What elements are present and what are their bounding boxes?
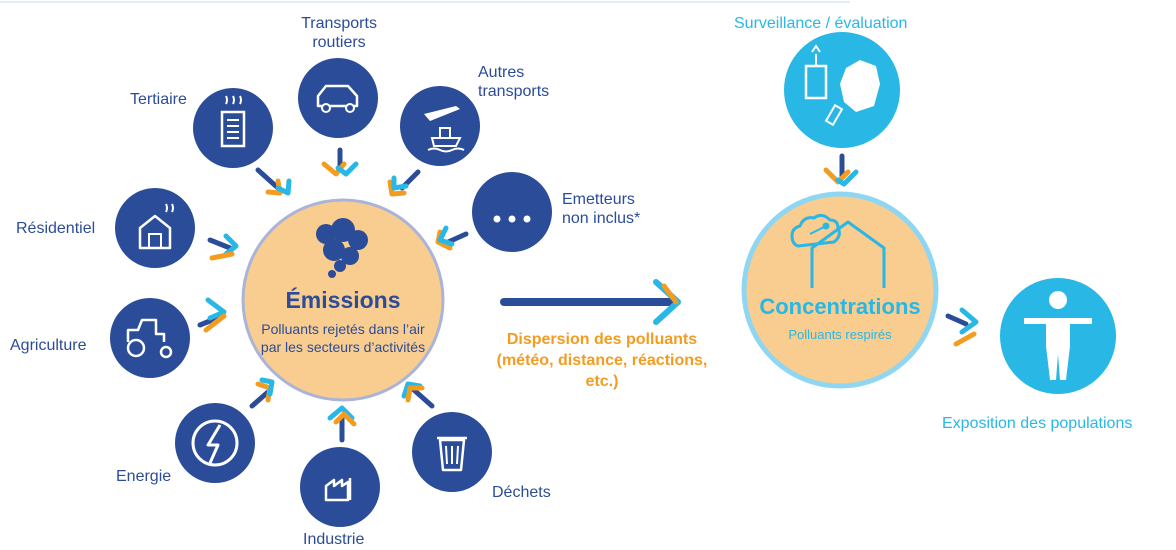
source-icon-agriculture [110, 298, 190, 378]
concentrations-subtitle: Polluants respirés [788, 327, 892, 342]
source-icon-energie [175, 403, 255, 483]
dispersion-arrow [500, 279, 681, 325]
monitoring-station-icon [784, 32, 900, 148]
label-dechets: Déchets [492, 484, 551, 501]
surveillance-down-arrow [823, 153, 859, 187]
label-tertiaire: Tertiaire [130, 91, 187, 108]
source-icon-transports-routiers [298, 58, 378, 138]
surveillance-label: Surveillance / évaluation [734, 15, 908, 32]
dispersion-label: Dispersion des polluants (météo, distanc… [496, 331, 708, 390]
source-icon-autres-transports [400, 86, 480, 166]
source-icon-residentiel [115, 188, 195, 268]
label-energie: Energie [116, 468, 172, 485]
exposure-arrow [945, 307, 979, 347]
label-agriculture: Agriculture [10, 337, 87, 354]
source-icon-dechets [412, 412, 492, 492]
source-icon-tertiaire [193, 88, 273, 168]
concentrations-circle [741, 191, 939, 389]
label-autres-transports: Autres transports [478, 64, 550, 100]
smoke-cloud-icon [316, 218, 368, 278]
source-icon-industrie [300, 447, 380, 527]
person-icon [1000, 278, 1116, 394]
cloud-house-icon [790, 213, 886, 288]
label-industrie: Industrie [303, 531, 365, 548]
inflow-arrows [197, 147, 469, 443]
label-residentiel: Résidentiel [16, 220, 96, 237]
emissions-description: Polluants rejetés dans l’air par les sec… [260, 321, 426, 355]
label-transports-routiers: Transports routiers [301, 15, 377, 51]
exposition-label: Exposition des populations [942, 415, 1133, 432]
label-emetteurs: Emetteurs non inclus* [562, 191, 641, 227]
source-icon-emetteurs [472, 172, 552, 252]
emissions-circle [241, 198, 445, 402]
concentrations-title: Concentrations [759, 294, 921, 319]
emissions-title: Émissions [285, 287, 401, 313]
